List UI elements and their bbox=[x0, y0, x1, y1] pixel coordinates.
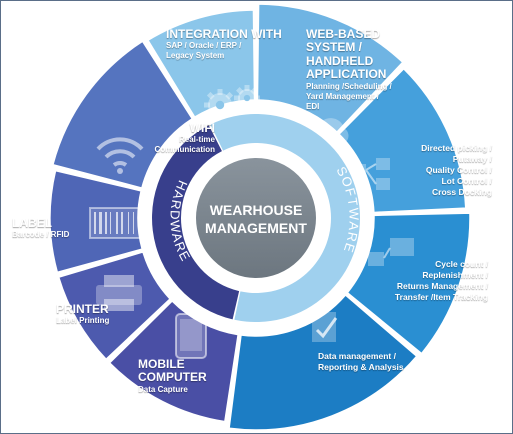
web-sub-3: EDI bbox=[306, 101, 320, 111]
software-ring bbox=[210, 114, 361, 323]
tablet-icon bbox=[175, 313, 207, 359]
integration-sub-2: Legacy System bbox=[166, 51, 225, 61]
picking-sub-2: Putaway / bbox=[452, 154, 492, 165]
flow-boxes-icon bbox=[352, 158, 390, 190]
integration-title-1: INTEGRATION WITH bbox=[166, 27, 282, 41]
web-title-3: HANDHELD bbox=[306, 53, 374, 68]
mobile-title-2: COMPUTER bbox=[138, 370, 207, 385]
segment-wifi-label: WIFI Real-time Communication bbox=[121, 121, 215, 155]
data-sub-1: Data management / bbox=[318, 351, 396, 361]
picking-sub-1: Directed picking / bbox=[421, 143, 492, 153]
wifi-sub-1: Real-time bbox=[178, 135, 215, 145]
wifi-icon bbox=[96, 137, 144, 174]
segment-data bbox=[228, 293, 418, 431]
cycle-sub-2: Replenishment / bbox=[422, 270, 488, 281]
monitor-flow-icon bbox=[368, 238, 414, 266]
mobile-title-1: MOBILE bbox=[138, 357, 185, 371]
segment-printer-label: PRINTER Label Printing bbox=[56, 302, 110, 326]
label-title-1: LABEL bbox=[12, 216, 52, 230]
center-title-line-1: WEARHOUSE bbox=[210, 202, 303, 218]
web-title-4: APPLICATION bbox=[306, 67, 387, 82]
mobile-sub-1: Data Capture bbox=[138, 384, 188, 394]
integration-sub-1: SAP / Oracle / ERP / bbox=[166, 41, 242, 51]
picking-sub-4: Lot Control / bbox=[441, 176, 492, 187]
label-sub-1: Barcode / RFID bbox=[12, 230, 70, 240]
cycle-sub-3: Returns Management / bbox=[396, 281, 488, 292]
segment-wifi bbox=[51, 40, 194, 189]
data-sub-2: Reporting & Analysis bbox=[318, 362, 404, 373]
segment-label bbox=[49, 169, 144, 274]
segment-cycle bbox=[346, 212, 471, 355]
printer-icon bbox=[96, 275, 142, 311]
picking-sub-3: Quality Control / bbox=[425, 165, 492, 176]
barcode-icon bbox=[89, 207, 144, 239]
wifi-title-1: WIFI bbox=[189, 121, 215, 135]
picking-sub-5: Cross Docking bbox=[432, 187, 492, 198]
segment-web-label: WEB-BASED SYSTEM / HANDHELD APPLICATION … bbox=[306, 27, 392, 112]
web-title-2: SYSTEM / bbox=[306, 40, 363, 55]
segment-data-label: Data management / Reporting & Analysis bbox=[318, 350, 404, 372]
cycle-sub-1: Cycle count / bbox=[435, 259, 488, 269]
segment-cycle-label: Cycle count / Replenishment / Returns Ma… bbox=[372, 258, 488, 302]
center-title-line-2: MANAGEMENT bbox=[205, 220, 307, 236]
center-hub bbox=[192, 154, 320, 282]
segment-integration-label: INTEGRATION WITH SAP / Oracle / ERP / Le… bbox=[166, 27, 282, 61]
printer-title-1: PRINTER bbox=[56, 302, 109, 316]
segment-integration bbox=[146, 9, 256, 119]
cycle-sub-4: Transfer /Item Tracking bbox=[394, 292, 488, 303]
gears-icon bbox=[204, 85, 260, 121]
segment-printer bbox=[57, 250, 172, 361]
wifi-sub-2: Communication bbox=[154, 145, 215, 155]
segment-picking-label: Directed picking / Putaway / Quality Con… bbox=[400, 142, 492, 197]
segment-label-label: LABEL Barcode / RFID bbox=[12, 216, 70, 240]
segment-mobile-label: MOBILE COMPUTER Data Capture bbox=[138, 357, 207, 395]
web-title-1: WEB-BASED bbox=[306, 27, 380, 41]
checklist-icon bbox=[312, 312, 338, 342]
web-sub-2: Yard Management / bbox=[306, 91, 379, 101]
printer-sub-1: Label Printing bbox=[56, 316, 110, 326]
hardware-ring bbox=[152, 125, 240, 320]
segment-web bbox=[256, 3, 404, 134]
web-sub-1: Planning /Scheduling / bbox=[306, 81, 392, 91]
